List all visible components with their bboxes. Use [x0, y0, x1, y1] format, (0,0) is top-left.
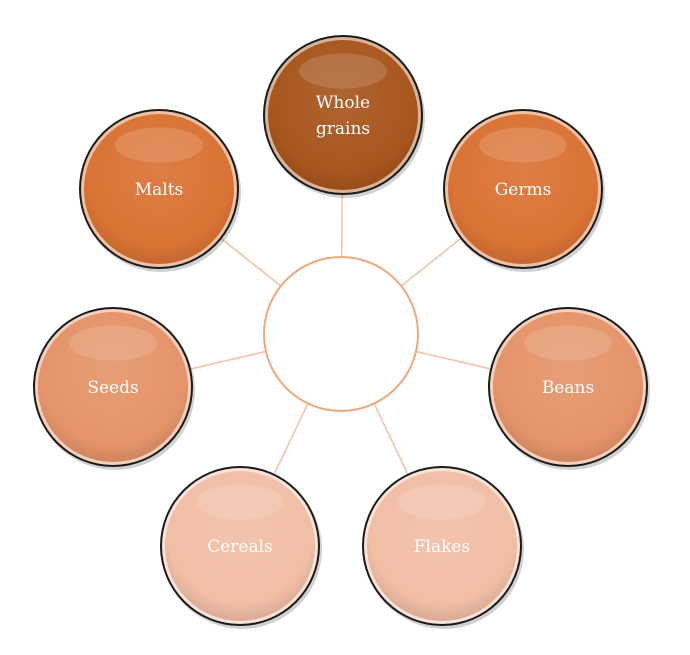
center-circle: [263, 256, 419, 412]
node-gloss: [299, 53, 387, 89]
connectors: [190, 194, 491, 475]
node-label-seeds: Seeds: [87, 378, 138, 398]
node-fill: [493, 312, 643, 462]
connector-germs: [400, 238, 461, 287]
node-gloss: [115, 127, 203, 163]
node-germs: Germs: [443, 109, 605, 272]
node-gloss: [479, 127, 567, 163]
node-fill: [84, 114, 234, 264]
node-label-malts: Malts: [135, 180, 184, 200]
node-label-whole-grains: grains: [316, 119, 370, 139]
node-gloss: [69, 325, 157, 361]
node-label-germs: Germs: [495, 180, 552, 200]
node-gloss: [398, 484, 486, 520]
node-malts: Malts: [79, 109, 241, 272]
node-fill: [268, 40, 418, 190]
node-whole-grains: Whole grains: [263, 35, 425, 198]
connector-whole-grains: [340, 194, 344, 258]
node-flakes: Flakes: [362, 466, 524, 629]
connector-beans: [415, 350, 491, 370]
node-fill: [367, 471, 517, 621]
node-cereals: Cereals: [160, 466, 322, 629]
node-seeds: Seeds: [33, 307, 195, 470]
node-fill: [165, 471, 315, 621]
node-gloss: [196, 484, 284, 520]
node-label-beans: Beans: [542, 378, 594, 398]
node-gloss: [524, 325, 612, 361]
node-label-cereals: Cereals: [207, 537, 273, 557]
node-fill: [448, 114, 598, 264]
connector-cereals: [273, 403, 309, 475]
connector-flakes: [373, 403, 409, 475]
connector-seeds: [190, 350, 267, 370]
node-label-flakes: Flakes: [414, 537, 470, 557]
connector-malts: [221, 238, 282, 287]
node-beans: Beans: [488, 307, 650, 470]
node-fill: [38, 312, 188, 462]
node-label-whole-grains: Whole: [316, 93, 370, 113]
